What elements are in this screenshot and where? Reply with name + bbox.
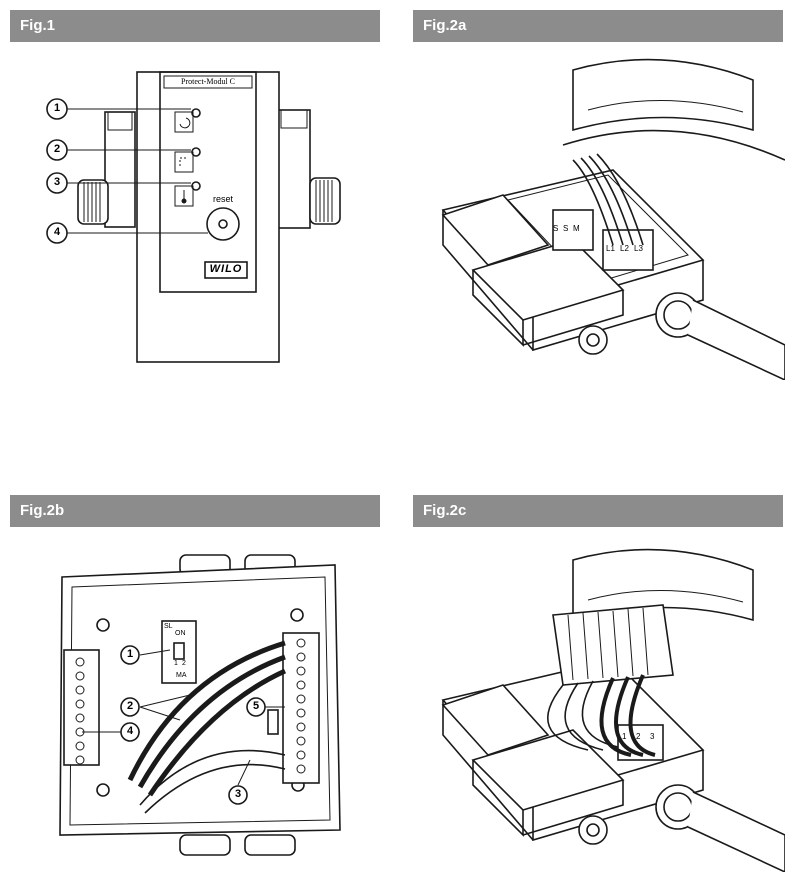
cable-1 [572,159,614,246]
fig2c-label-1: 1 [622,732,627,741]
side-gland [578,325,608,355]
fig1-callout-4 [46,222,68,244]
fig1-callout-1-label: 1 [53,102,61,114]
corner-screw [290,608,304,622]
cable-4 [596,153,644,246]
junction-box [59,564,341,836]
run-icon [174,111,194,133]
fig2b-drawing [0,535,390,872]
fig2b-callout-3-label: 3 [234,788,242,800]
fig2c-label-3: 3 [650,732,655,741]
left-cover [441,684,550,756]
fig2a-label-l3: L3 [634,244,643,253]
fig2b-callout-5-label: 5 [252,700,260,712]
white-cable-2 [144,763,286,814]
fig2a-drawing [413,50,785,380]
left-cover [441,194,550,266]
black-loop-2 [614,676,644,757]
grey-loop-1 [546,684,589,751]
right-knurled-nut [309,177,341,225]
cable-3 [588,155,634,246]
fig2c-drawing [413,535,785,872]
fig2b-callout-2 [120,697,140,717]
side-gland [578,815,608,845]
dip-switch-sl-label: SL [164,623,173,630]
reset-label: reset [212,194,233,204]
fig2a-label-m: M [573,224,580,233]
fig2a-label-s1: S [553,224,559,233]
fig2b-callout-4 [120,722,140,742]
grey-loop-2 [564,682,604,751]
motor-top [572,58,754,132]
fig1-callout-4-label: 4 [53,226,61,238]
plug-connector[interactable] [552,604,674,686]
dip-switch[interactable] [161,620,197,684]
fig1-callout-3-label: 3 [53,176,61,188]
terminal-strip-left [63,649,100,766]
fig2a-title: Fig.2a [423,17,467,34]
fig1-callout-3 [46,172,68,194]
terminal-strip-sensor [552,209,594,251]
fig2b-title: Fig.2b [20,502,65,519]
brand-label: WILO [209,263,243,275]
black-cable-1 [127,640,286,782]
led-run [191,108,201,118]
fig2b-callout-4-label: 4 [126,725,134,737]
fault-icon [174,151,194,173]
left-coupling-body [104,111,136,228]
fig2b-callout-1-label: 1 [126,648,134,660]
black-loop-3 [628,674,656,757]
cable-pipe [687,299,785,380]
fig2a-label-l1: L1 [606,244,615,253]
module-label: Protect-Modul C [181,77,235,86]
module-front-panel [159,71,257,293]
terminal-strip-power [602,229,654,271]
black-loop-1 [599,677,632,757]
fig2b-title-bar: Fig.2b [10,495,380,527]
fig2b-callout-5 [246,697,266,717]
thermometer-icon [174,185,194,207]
fig1-callout-2-label: 2 [53,143,61,155]
fig2b-callout-2-label: 2 [126,700,134,712]
corner-screw [96,783,110,797]
fig2a-label-s2: S [563,224,569,233]
terminal-strip-right [282,632,320,784]
white-cable-1 [139,749,286,806]
fig1-title: Fig.1 [20,17,56,34]
dip-switch-ma-label: MA [176,672,187,679]
fig2c-label-2: 2 [636,732,641,741]
black-cable-3 [147,668,287,797]
fig2b-callout-1 [120,645,140,665]
cable-pipe [687,791,785,872]
fig2c-title-bar: Fig.2c [413,495,783,527]
dip-switch-2-label: 2 [182,660,186,667]
fig2c-title: Fig.2c [423,502,467,519]
cable-2 [580,157,624,246]
fig1-drawing [0,50,390,380]
fig2a-label-l2: L2 [620,244,629,253]
fig1-title-bar: Fig.1 [10,10,380,42]
black-cable-2 [137,654,286,789]
fig2b-callout-3 [228,785,248,805]
fig2a-title-bar: Fig.2a [413,10,783,42]
left-knurled-nut [77,179,109,225]
dip-switch-on-label: ON [175,630,186,637]
wilo-logo [204,261,248,279]
fig1-callout-2 [46,139,68,161]
fig1-callout-1 [46,98,68,120]
corner-screw [96,618,110,632]
dip-switch-1-label: 1 [174,660,178,667]
reset-button[interactable] [206,207,240,241]
